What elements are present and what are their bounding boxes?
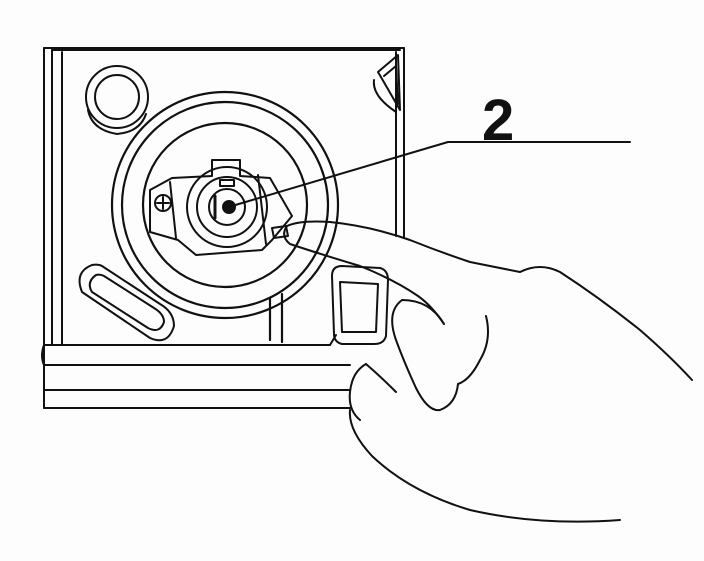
round-button: [85, 65, 149, 135]
housing-panel: [41, 47, 405, 409]
socket-rings: [110, 90, 340, 344]
callout-number-2: 2: [482, 88, 514, 153]
bulb-bayonet-mount: [149, 159, 293, 256]
hand: [283, 220, 693, 523]
oval-slot: [78, 263, 175, 342]
rect-button: [331, 265, 389, 345]
callout-leader: [231, 141, 631, 207]
corner-detail: [372, 54, 401, 113]
